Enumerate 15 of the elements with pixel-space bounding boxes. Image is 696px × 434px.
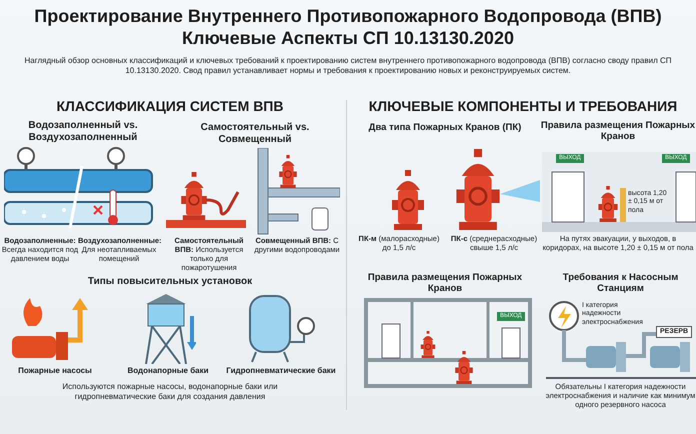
subsection-heading: Типы повысительных установок: [86, 276, 254, 288]
section-heading: КЛАССИФИКАЦИЯ СИСТЕМ ВПВ: [56, 98, 284, 115]
caption: Водонапорные баки: [126, 366, 210, 376]
page-title: Проектирование Внутреннего Противопожарного Водопровода (ВПВ) Ключевые Аспекты СП 10.13130.2020: [33, 6, 663, 50]
intro-text: Наглядный обзор основных классификаций и ключевых требований к проектированию систем внутреннего противопожарного водопровода (ВПВ) согласно своду правил СП 10.13130.2020. Свод правил устанавливает нормы и требования к проектированию новых и реконструируемых систем.: [23, 56, 673, 76]
subsection-heading: Два типа Пожарных Кранов (ПК): [368, 122, 522, 134]
subsection-heading: Водозаполненный vs. Воздухозаполненный: [27, 120, 139, 144]
subsection-heading: Правила размещения Пожарных Кранов: [540, 120, 696, 143]
caption: Гидропневматические баки: [225, 366, 337, 376]
subsection-heading: Правила размещения Пожарных Кранов: [366, 272, 524, 295]
caption: Пожарные насосы: [17, 366, 93, 376]
subsection-heading: Требования к Насосным Станциям: [562, 272, 680, 295]
subsection-heading: Самостоятельный vs. Совмещенный: [200, 122, 310, 146]
section-heading: КЛЮЧЕВЫЕ КОМПОНЕНТЫ И ТРЕБОВАНИЯ: [368, 98, 678, 115]
caption: Используются пожарные насосы, водонапорные баки или гидропневматические баки для создания давления: [61, 382, 279, 402]
